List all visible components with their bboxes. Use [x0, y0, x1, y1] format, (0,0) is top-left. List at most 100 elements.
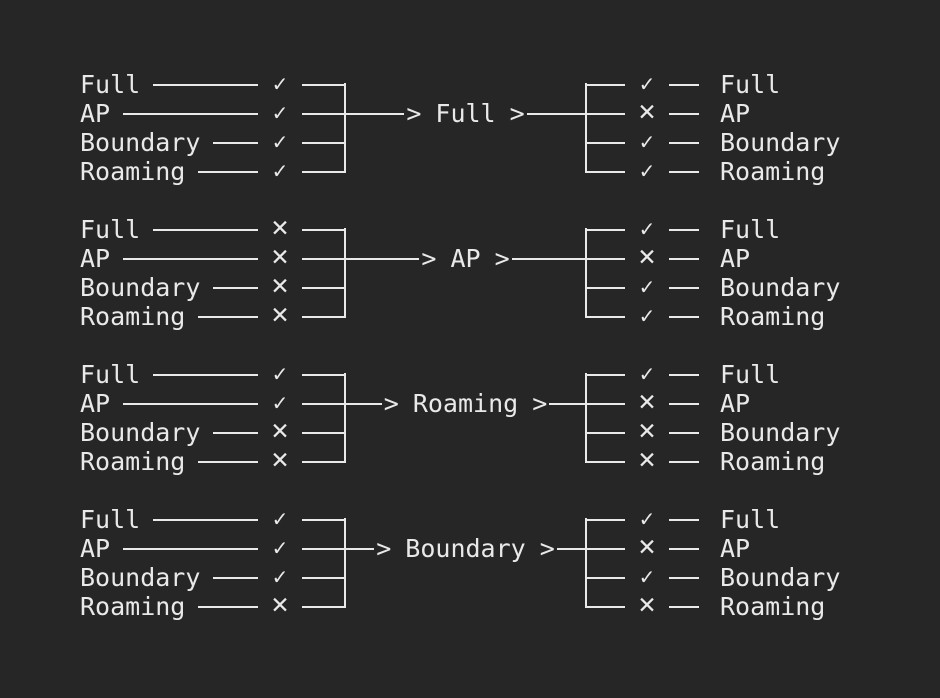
connector-line [587, 402, 625, 405]
cross-icon: ✕ [270, 274, 290, 300]
source-state-label: Full [80, 215, 141, 244]
cross-icon: ✕ [637, 419, 657, 445]
merge-bar [344, 228, 346, 318]
check-icon: ✓ [638, 565, 656, 589]
cross-icon: ✕ [270, 245, 290, 271]
connector-line [669, 547, 699, 550]
result-state-label: AP [720, 389, 751, 418]
connector-line [213, 141, 258, 144]
result-state-label: Roaming [720, 302, 826, 331]
connector-line [302, 83, 346, 86]
target-state-label: AP [450, 244, 481, 273]
right-transition-row: ✕ Roaming [587, 447, 940, 476]
transition-group-boundary: Full ✓ AP ✓ Boundary ✓ Roaming ✕ > Bou [0, 505, 940, 621]
branch-bar [585, 373, 587, 463]
connector-line [526, 112, 585, 115]
right-transition-row: ✕ Roaming [587, 592, 940, 621]
connector-line [302, 228, 346, 231]
check-icon: ✓ [638, 275, 656, 299]
connector-line [213, 576, 258, 579]
left-transition-row: AP ✕ [80, 244, 346, 273]
arrow-right-icon: > [509, 99, 525, 128]
connector-line [587, 431, 625, 434]
result-state-label: Full [720, 70, 781, 99]
merge-bar [344, 83, 346, 173]
connector-line [302, 286, 346, 289]
result-state-label: Boundary [720, 273, 841, 302]
source-state-label: Boundary [80, 273, 201, 302]
connector-line [669, 112, 699, 115]
connector-line [669, 518, 699, 521]
connector-line [123, 402, 258, 405]
check-icon: ✓ [271, 362, 289, 386]
cross-icon: ✕ [637, 448, 657, 474]
connector-line [587, 286, 625, 289]
right-transition-row: ✓ Boundary [587, 128, 940, 157]
connector-line [669, 373, 699, 376]
connector-line [669, 576, 699, 579]
check-icon: ✓ [638, 304, 656, 328]
connector-line [669, 83, 699, 86]
result-state-label: Full [720, 360, 781, 389]
cross-icon: ✕ [637, 535, 657, 561]
connector-line [123, 257, 258, 260]
result-state-label: Roaming [720, 157, 826, 186]
result-state-label: AP [720, 99, 751, 128]
right-transition-row: ✓ Boundary [587, 563, 940, 592]
check-icon: ✓ [271, 507, 289, 531]
left-transition-row: Roaming ✕ [80, 447, 346, 476]
connector-line [587, 141, 625, 144]
right-transition-row: ✕ Boundary [587, 418, 940, 447]
transition-group-full: Full ✓ AP ✓ Boundary ✓ Roaming ✓ > Ful [0, 70, 940, 186]
check-icon: ✓ [271, 159, 289, 183]
source-state-label: AP [80, 244, 111, 273]
source-state-label: AP [80, 389, 111, 418]
connector-line [198, 170, 258, 173]
source-state-label: Roaming [80, 592, 186, 621]
connector-line [587, 605, 625, 608]
center-transition: > Full > [346, 99, 585, 128]
left-transition-row: AP ✓ [80, 389, 346, 418]
source-state-label: Roaming [80, 302, 186, 331]
cross-icon: ✕ [270, 419, 290, 445]
check-icon: ✓ [638, 507, 656, 531]
target-state-label: Full [435, 99, 496, 128]
connector-line [302, 576, 346, 579]
connector-line [302, 518, 346, 521]
connector-line [302, 170, 346, 173]
left-transition-row: Boundary ✓ [80, 128, 346, 157]
result-state-label: Boundary [720, 418, 841, 447]
connector-line [302, 547, 346, 550]
check-icon: ✓ [638, 159, 656, 183]
cross-icon: ✕ [270, 303, 290, 329]
target-state-label: Roaming [412, 389, 519, 418]
check-icon: ✓ [271, 101, 289, 125]
check-icon: ✓ [638, 130, 656, 154]
connector-line [198, 315, 258, 318]
connector-line [587, 112, 625, 115]
check-icon: ✓ [638, 217, 656, 241]
left-transition-row: Roaming ✓ [80, 157, 346, 186]
source-state-label: Boundary [80, 128, 201, 157]
target-state-label: Boundary [405, 534, 526, 563]
result-state-label: Full [720, 505, 781, 534]
arrow-right-icon: > [421, 244, 437, 273]
merge-bar [344, 518, 346, 608]
branch-bar [585, 518, 587, 608]
left-transition-row: AP ✓ [80, 534, 346, 563]
source-state-label: Roaming [80, 157, 186, 186]
check-icon: ✓ [271, 391, 289, 415]
connector-line [302, 431, 346, 434]
left-transition-row: Boundary ✕ [80, 273, 346, 302]
connector-line [587, 373, 625, 376]
connector-line [153, 373, 258, 376]
connector-line [587, 518, 625, 521]
connector-line [669, 228, 699, 231]
right-transition-row: ✕ AP [587, 389, 940, 418]
connector-line [669, 460, 699, 463]
right-transition-row: ✓ Boundary [587, 273, 940, 302]
left-transition-row: Roaming ✕ [80, 592, 346, 621]
result-state-label: Full [720, 215, 781, 244]
connector-line [587, 170, 625, 173]
